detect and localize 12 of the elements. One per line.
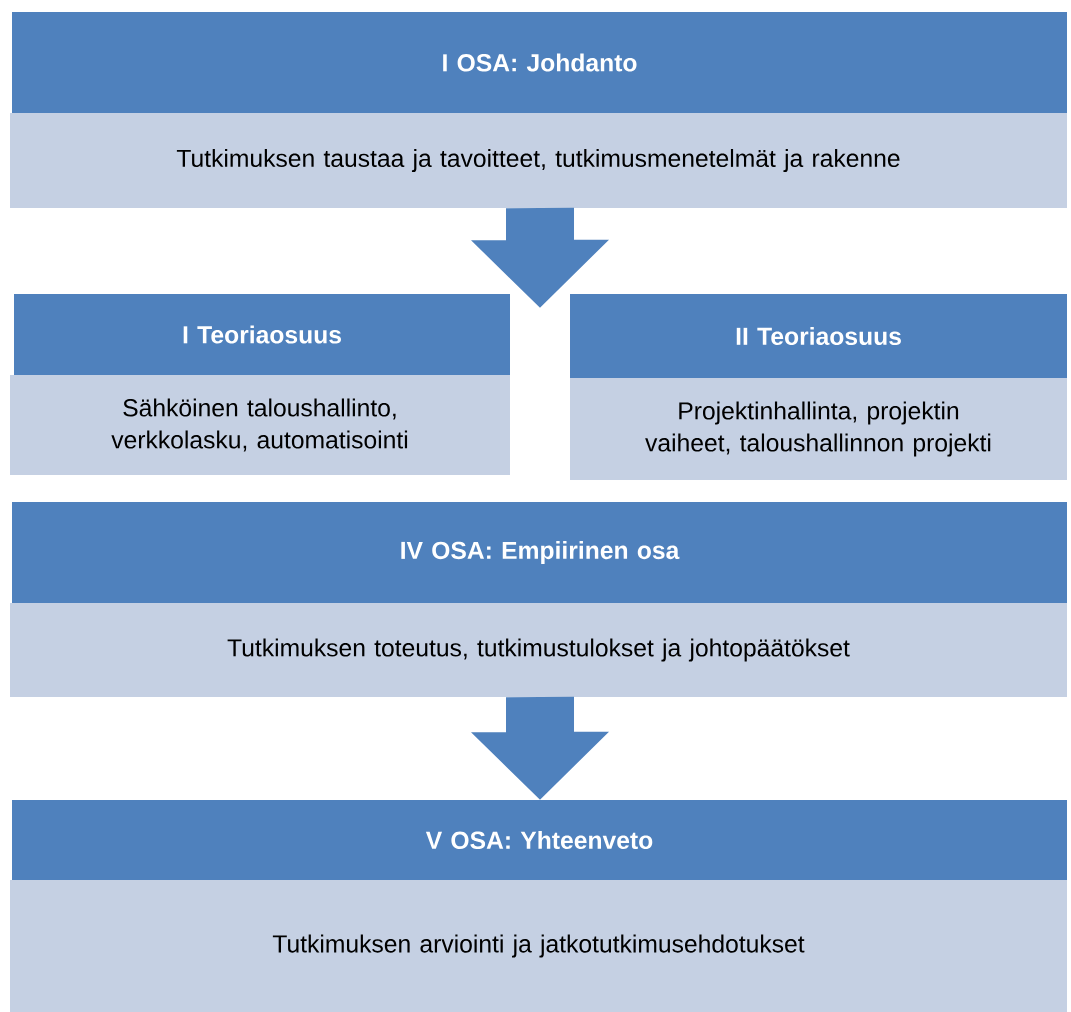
section-header: IV OSA: Empiirinen osa <box>12 502 1067 603</box>
section-header: I Teoriaosuus <box>14 294 510 375</box>
block-arrow <box>471 207 609 308</box>
section-body: Sähköinen taloushallinto, verkkolasku, automatisointi <box>10 375 510 475</box>
section-body: Tutkimuksen toteutus, tutkimustulokset ja johtopäätökset <box>10 603 1067 697</box>
block-arrow <box>471 696 609 800</box>
section-header: V OSA: Yhteenveto <box>12 800 1067 880</box>
section-header: II Teoriaosuus <box>570 294 1067 378</box>
section-header: I OSA: Johdanto <box>12 12 1067 113</box>
section-body: Projektinhallinta, projektin vaiheet, taloushallinnon projekti <box>570 378 1067 480</box>
section-body: Tutkimuksen taustaa ja tavoitteet, tutkimusmenetelmät ja rakenne <box>10 113 1067 208</box>
section-body: Tutkimuksen arviointi ja jatkotutkimusehdotukset <box>10 880 1067 1012</box>
